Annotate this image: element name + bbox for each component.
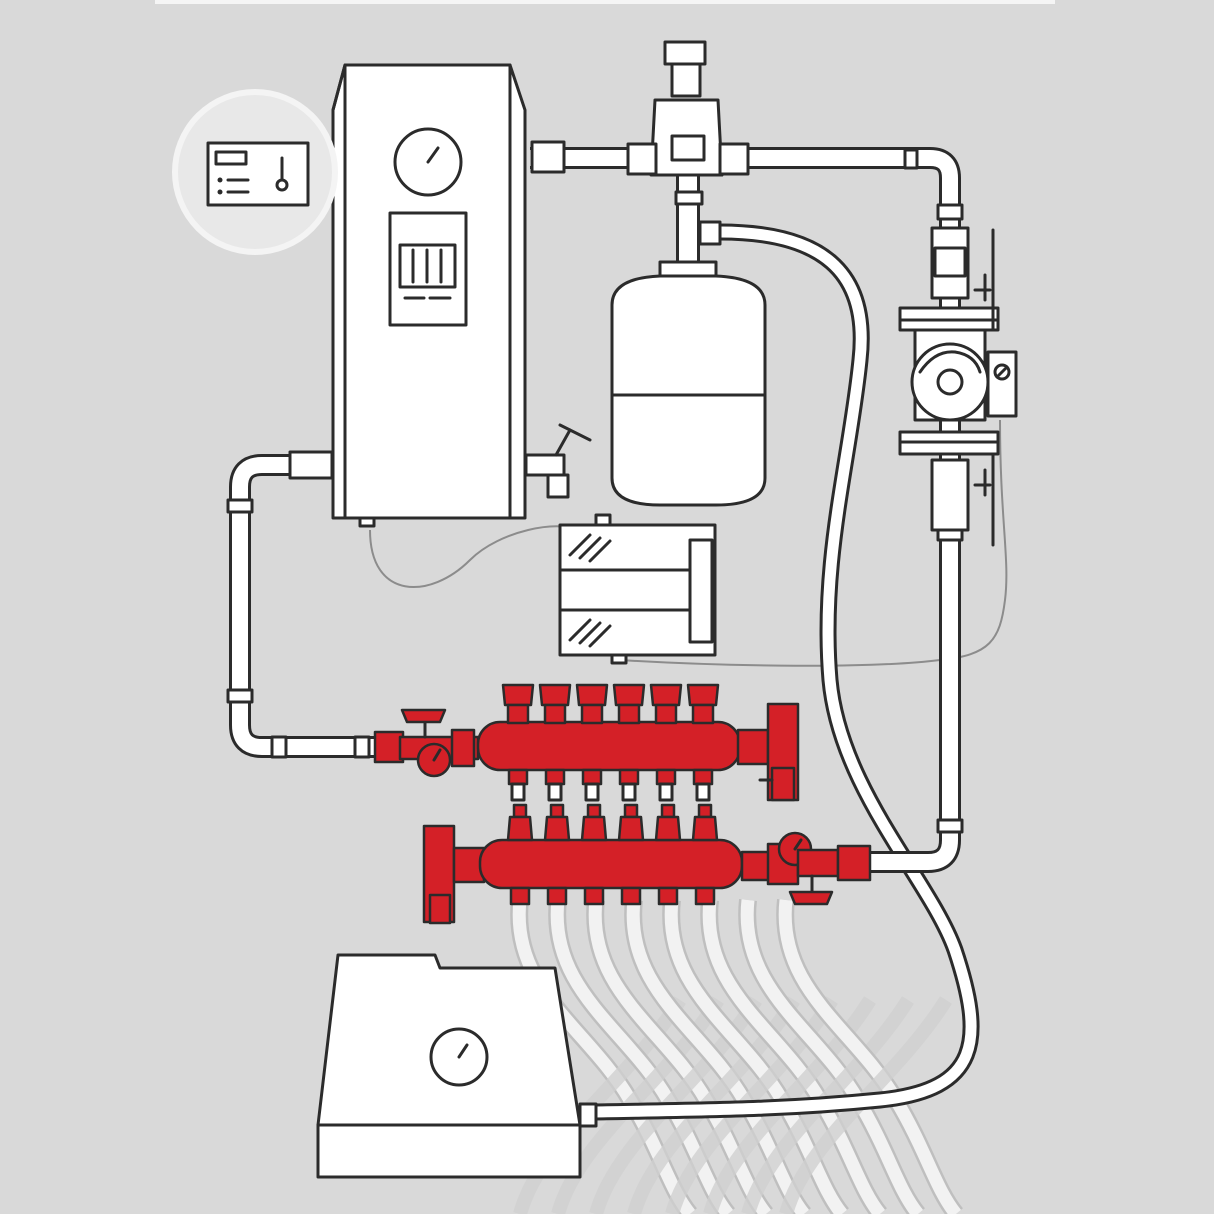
flow-meter-cap — [649, 683, 683, 707]
valve-cap — [654, 815, 682, 842]
valve-cap — [617, 815, 645, 842]
supply-outlet-pipe — [547, 782, 563, 802]
flow-meter-cap — [538, 683, 572, 707]
supply-outlet — [655, 768, 677, 786]
supply-outlet-pipe — [621, 782, 637, 802]
room-thermostat — [172, 89, 338, 255]
valve-stem — [623, 803, 639, 819]
flow-meter-cap — [612, 683, 646, 707]
supply-outlet — [692, 768, 714, 786]
supply-manifold-ports — [501, 683, 720, 802]
supply-outlet-pipe — [510, 782, 526, 802]
electrical-cables — [369, 419, 1008, 667]
valve-stem — [697, 803, 713, 819]
valve-stem — [660, 803, 676, 819]
boiler-control-panel — [388, 211, 468, 327]
valve-stem — [549, 803, 565, 819]
expansion-vessel — [610, 260, 767, 507]
air-vent-group — [626, 40, 750, 206]
valve-cap — [691, 815, 719, 842]
flow-meter-cap — [501, 683, 535, 707]
ball-valve-handle — [400, 708, 447, 724]
flow-meter-body — [617, 703, 641, 725]
return-outlet — [509, 886, 531, 906]
return-outlet — [546, 886, 568, 906]
supply-outlet — [544, 768, 566, 786]
flow-meter-body — [543, 703, 567, 725]
valve-stem — [586, 803, 602, 819]
supply-outlet-pipe — [658, 782, 674, 802]
valve-stem — [512, 803, 528, 819]
flow-meter-body — [654, 703, 678, 725]
supply-manifold — [373, 683, 800, 802]
return-manifold — [422, 803, 872, 925]
electric-boiler — [331, 63, 527, 528]
thermometer-icon — [275, 156, 289, 192]
valve-cap — [506, 815, 534, 842]
drain-valve — [524, 423, 592, 499]
return-outlet — [583, 886, 605, 906]
top-border — [155, 0, 1055, 4]
return-outlet — [694, 886, 716, 906]
supply-outlet-pipe — [584, 782, 600, 802]
supply-outlet — [581, 768, 603, 786]
valve-cap — [543, 815, 571, 842]
pump-group — [898, 226, 1018, 547]
flow-meter-cap — [686, 683, 720, 707]
flow-meter-body — [691, 703, 715, 725]
circulation-pump — [910, 342, 1018, 422]
supply-outlet — [618, 768, 640, 786]
return-manifold-ports — [506, 803, 719, 906]
flow-meter-body — [506, 703, 530, 725]
supply-outlet-pipe — [695, 782, 711, 802]
control-box — [558, 513, 717, 665]
underfloor-heating-loops — [510, 899, 964, 1214]
return-outlet — [657, 886, 679, 906]
flow-meter-body — [580, 703, 604, 725]
ball-valve-handle — [788, 890, 834, 906]
flexible-hose-return — [594, 223, 980, 1121]
supply-outlet — [507, 768, 529, 786]
valve-cap — [580, 815, 608, 842]
flow-meter-cap — [575, 683, 609, 707]
storage-tank — [316, 953, 598, 1179]
return-outlet — [620, 886, 642, 906]
